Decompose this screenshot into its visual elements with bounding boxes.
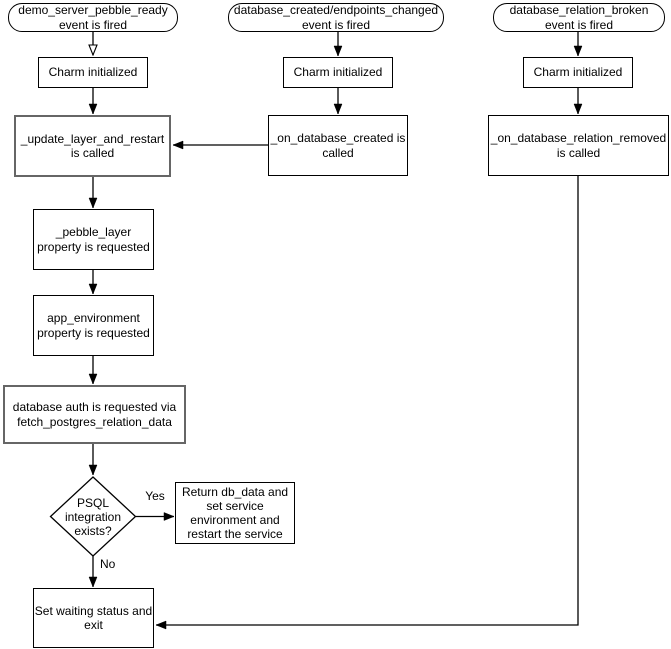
node-charm-initialized-2: Charm initialized [283, 57, 393, 88]
node-line: restart the service [187, 527, 283, 542]
node-line: Charm initialized [533, 65, 623, 80]
node-line: Set waiting status and [34, 603, 153, 618]
node-line: event is fired [301, 17, 371, 32]
node-line: app_environment [47, 311, 140, 326]
node-event-pebble-ready: demo_server_pebble_ready event is fired [8, 3, 178, 32]
node-app-environment: app_environment property is requested [33, 295, 154, 356]
node-line: database_relation_broken [509, 3, 649, 18]
node-line: environment and [190, 513, 280, 527]
node-line: integration [64, 509, 122, 524]
node-line: property is requested [37, 239, 150, 254]
node-line: _on_database_relation_removed [490, 131, 667, 146]
node-line: _update_layer_and_restart [20, 131, 165, 146]
psql-decision-diamond [49, 476, 137, 557]
node-pebble-layer: _pebble_layer property is requested [33, 209, 154, 270]
edge-on-relation-removed-to-set-waiting [155, 176, 579, 630]
node-line: _on_database_created is [270, 131, 406, 146]
node-line: fetch_postgres_relation_data [17, 414, 172, 429]
node-line: Return db_data and [181, 484, 289, 499]
node-line: database_created/endpoints_changed [233, 3, 439, 18]
node-line: called [322, 145, 354, 160]
node-line: database auth is requested via [12, 400, 177, 415]
node-line: demo_server_pebble_ready [18, 3, 168, 18]
node-on-database-relation-removed: _on_database_relation_removed is called [488, 115, 669, 176]
node-set-waiting-status: Set waiting status and exit [33, 588, 154, 648]
node-on-database-created: _on_database_created is called [268, 115, 408, 176]
node-event-relation-broken: database_relation_broken event is fired [493, 3, 665, 32]
node-line: event is fired [58, 17, 128, 32]
node-line: Charm initialized [293, 65, 383, 80]
node-line: event is fired [544, 17, 614, 32]
node-event-database-created: database_created/endpoints_changed event… [228, 3, 444, 32]
node-line: property is requested [37, 325, 150, 340]
node-charm-initialized-3: Charm initialized [523, 57, 633, 88]
node-line: exists? [74, 524, 112, 539]
node-line: exit [84, 618, 103, 632]
node-charm-initialized-1: Charm initialized [38, 57, 148, 88]
node-return-db-data: Return db_data and set service environme… [175, 482, 295, 544]
node-line: is called [556, 145, 601, 160]
node-line: is called [70, 146, 115, 160]
node-update-layer-and-restart: _update_layer_and_restart is called [14, 115, 171, 177]
edge-label-no: No [100, 557, 116, 571]
node-database-auth: database auth is requested via fetch_pos… [3, 385, 186, 444]
node-line: Charm initialized [48, 65, 138, 80]
edge-label-yes: Yes [145, 489, 165, 503]
node-line: set service [206, 498, 264, 513]
node-line: _pebble_layer [55, 225, 132, 240]
node-line: PSQL [76, 495, 109, 510]
node-psql-decision-label: PSQL integration exists? [43, 494, 143, 540]
